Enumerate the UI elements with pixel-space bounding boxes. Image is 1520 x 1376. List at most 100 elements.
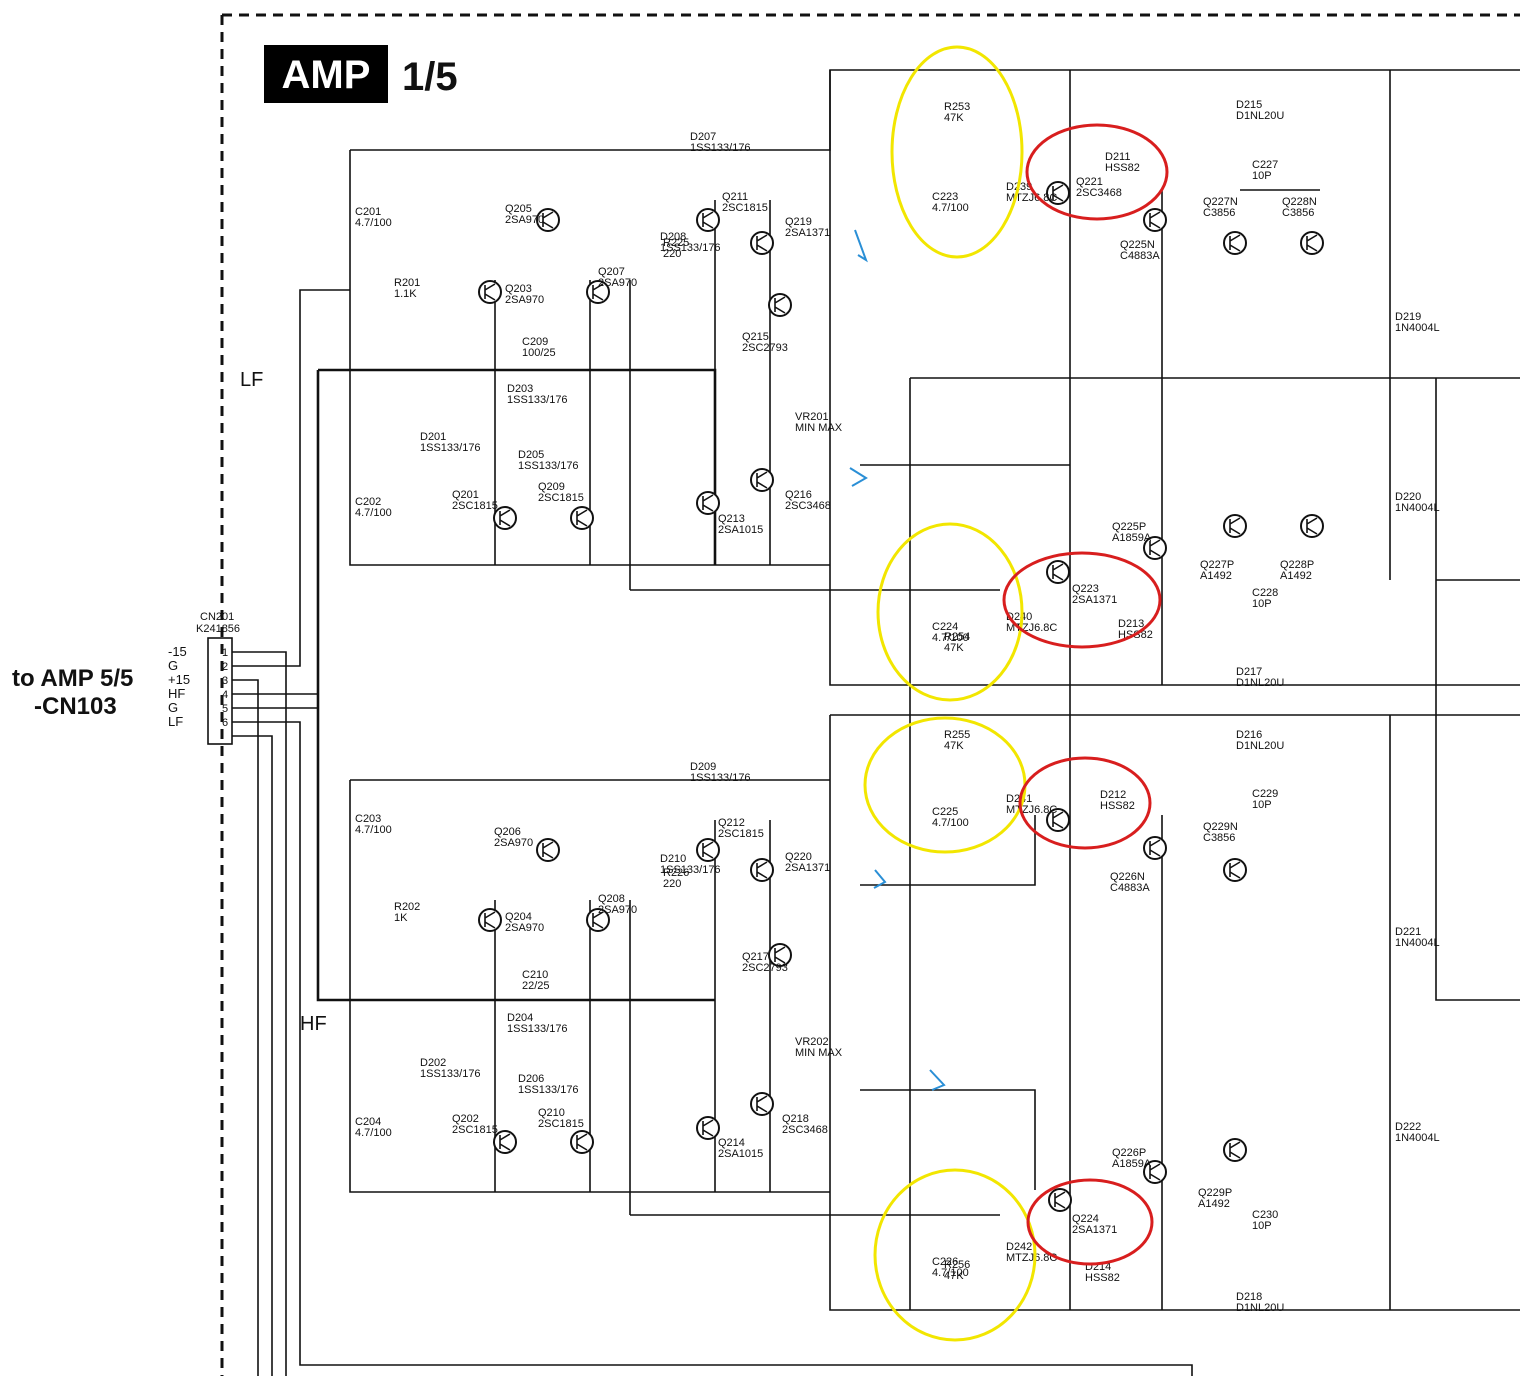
highlight-red-1 — [1025, 123, 1169, 221]
section-hf: HF — [300, 1013, 327, 1035]
component-value: 2SC1815 — [718, 828, 764, 840]
component-value: 4.7/100 — [355, 217, 392, 229]
component-ref: Q216 — [785, 489, 812, 501]
transistor-leads — [592, 283, 604, 301]
component-ref: Q223 — [1072, 583, 1099, 595]
component-ref: D208 — [660, 231, 686, 243]
component-value: 2SC3468 — [782, 1124, 828, 1136]
component-ref: Q227P — [1200, 559, 1234, 571]
component-value: 47K — [944, 740, 964, 752]
component-value: 2SA970 — [494, 837, 533, 849]
component-value: A1859A — [1112, 532, 1152, 544]
transistor-leads — [1306, 517, 1318, 535]
highlight-yellow-1 — [890, 45, 1024, 259]
connector-part: K241856 — [196, 623, 240, 635]
component-ref: R256 — [944, 1259, 970, 1271]
transistor-leads — [1052, 811, 1064, 829]
component-value: D1NL20U — [1236, 677, 1284, 689]
transistor-symbol — [1046, 560, 1070, 584]
component-ref: Q202 — [452, 1113, 479, 1125]
component-value: 1.1K — [394, 288, 417, 300]
transistor-leads — [756, 471, 768, 489]
component-ref: C210 — [522, 969, 548, 981]
component-ref: C227 — [1252, 159, 1278, 171]
transistor-symbol — [1300, 231, 1324, 255]
component-value: 220 — [663, 878, 681, 890]
transistor-symbol — [768, 293, 792, 317]
component-value: 47K — [944, 112, 964, 124]
component-ref: Q207 — [598, 266, 625, 278]
transistor-symbol — [750, 1092, 774, 1116]
transistor-leads — [1149, 211, 1161, 229]
transistor-leads — [484, 911, 496, 929]
component-ref: Q203 — [505, 283, 532, 295]
component-value: 4.7/100 — [932, 202, 969, 214]
component-value: A1492 — [1280, 570, 1312, 582]
component-value: 2SA970 — [505, 922, 544, 934]
highlight-yellow-2 — [876, 522, 1024, 702]
component-value: D1NL20U — [1236, 740, 1284, 752]
transistor-leads — [1306, 234, 1318, 252]
component-value: 2SA1371 — [785, 862, 830, 874]
component-ref: D221 — [1395, 926, 1421, 938]
component-ref: Q221 — [1076, 176, 1103, 188]
component-value: C3856 — [1282, 207, 1314, 219]
lf-output-rails — [829, 70, 1520, 1310]
component-ref: Q210 — [538, 1107, 565, 1119]
component-value: 1SS133/176 — [690, 772, 751, 784]
component-ref: D216 — [1236, 729, 1262, 741]
connector-pin-number: 3 — [222, 675, 228, 687]
component-value: 10P — [1252, 1220, 1272, 1232]
component-ref: D205 — [518, 449, 544, 461]
component-ref: Q205 — [505, 203, 532, 215]
transistor-leads — [576, 509, 588, 527]
board-outline — [220, 13, 1520, 1376]
blue-arrow-4 — [929, 1069, 946, 1091]
component-ref: VR202 — [795, 1036, 829, 1048]
transistor-leads — [542, 841, 554, 859]
component-value: 2SC2793 — [742, 962, 788, 974]
transistor-leads — [702, 211, 714, 229]
component-ref: C224 — [932, 621, 958, 633]
component-value: MTZJ6.8C — [1006, 1252, 1057, 1264]
component-ref: C225 — [932, 806, 958, 818]
highlight-yellow-4 — [873, 1168, 1037, 1342]
lf-rails — [349, 69, 1520, 566]
transistor-group — [478, 181, 1324, 1212]
component-value: 2SC1815 — [452, 1124, 498, 1136]
transistor-leads — [576, 1133, 588, 1151]
component-value: C3856 — [1203, 832, 1235, 844]
component-ref: C204 — [355, 1116, 381, 1128]
section-lf: LF — [240, 369, 263, 391]
component-ref: Q209 — [538, 481, 565, 493]
component-value: 4.7/100 — [355, 507, 392, 519]
component-ref: Q226P — [1112, 1147, 1146, 1159]
component-value: 47K — [944, 1270, 964, 1282]
hf-rails — [349, 714, 1520, 1311]
transistor-symbol — [1223, 1138, 1247, 1162]
component-ref: D213 — [1118, 618, 1144, 630]
component-value: 4.7/100 — [932, 632, 969, 644]
component-value: 2SC1815 — [538, 492, 584, 504]
connector-pin-label: HF — [168, 686, 185, 701]
transistor-leads — [756, 1095, 768, 1113]
connector-pin-number: 5 — [222, 703, 228, 715]
component-ref: Q225N — [1120, 239, 1155, 251]
component-ref: Q229P — [1198, 1187, 1232, 1199]
component-value: C4883A — [1110, 882, 1150, 894]
component-ref: Q228P — [1280, 559, 1314, 571]
component-ref: Q225P — [1112, 521, 1146, 533]
component-ref: Q214 — [718, 1137, 745, 1149]
transistor-leads — [499, 1133, 511, 1151]
component-ref: Q215 — [742, 331, 769, 343]
transistor-symbol — [750, 858, 774, 882]
transistor-leads — [542, 211, 554, 229]
transistor-symbol — [1223, 514, 1247, 538]
transistor-symbol — [570, 1130, 594, 1154]
transistor-symbol — [1223, 231, 1247, 255]
component-value: C3856 — [1203, 207, 1235, 219]
component-ref: Q219 — [785, 216, 812, 228]
component-ref: D207 — [690, 131, 716, 143]
component-value: 1SS133/176 — [518, 460, 579, 472]
